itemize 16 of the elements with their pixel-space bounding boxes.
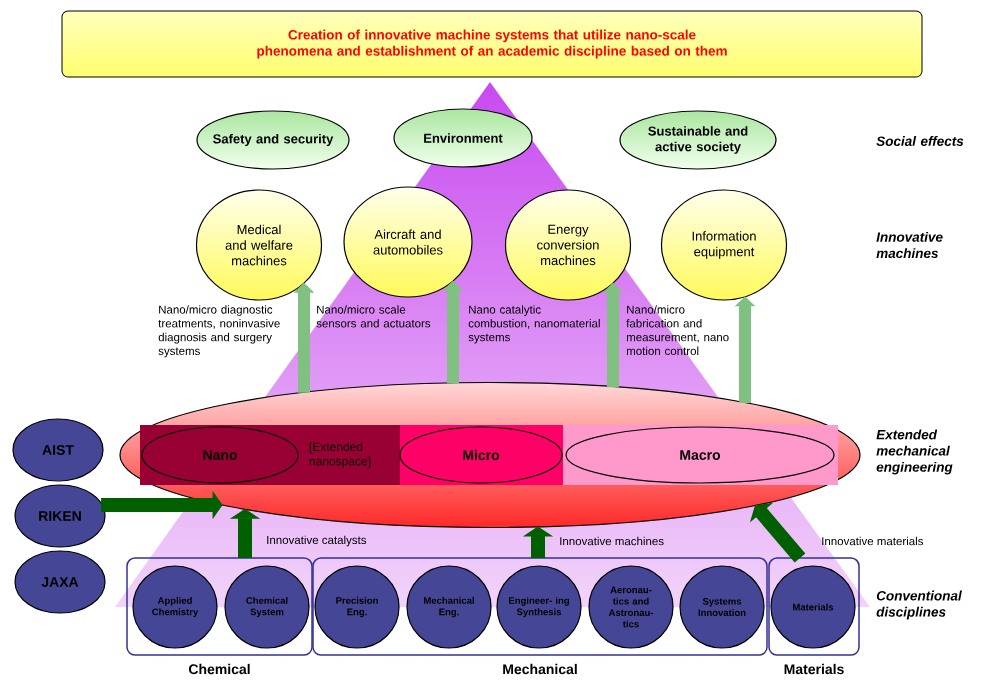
node-label: Mechanical bbox=[503, 663, 577, 675]
title-box: Creation of innovative machine systems that utilize nano-scale phenomena and establishment of an academic discipline based on them bbox=[61, 10, 923, 78]
description-text: Nano/micro scale sensors and actuators bbox=[316, 305, 431, 328]
description-text: Nano/micro diagnostic treatments, noninvasive diagnosis and surgery systems bbox=[158, 305, 280, 358]
level-label: Social effects bbox=[876, 136, 964, 146]
edge-label: Innovative machines bbox=[560, 536, 664, 546]
edge-label: Innovative catalysts bbox=[267, 535, 367, 547]
node-label: Materials bbox=[784, 663, 844, 675]
edge-label: Innovative materials bbox=[822, 536, 924, 546]
space-label: [Extended nanospace] bbox=[309, 442, 371, 468]
description-text: Nano/micro fabrication and measurement, nano motion control bbox=[626, 305, 729, 356]
description-text: Nano catalytic combustion, nanomaterial systems bbox=[468, 305, 600, 344]
node-label: Chemical bbox=[188, 663, 250, 675]
level-label: Conventional disciplines bbox=[876, 590, 962, 620]
level-label: Extended mechanical engineering bbox=[876, 429, 953, 475]
level-label: Innovative machines bbox=[876, 231, 943, 259]
